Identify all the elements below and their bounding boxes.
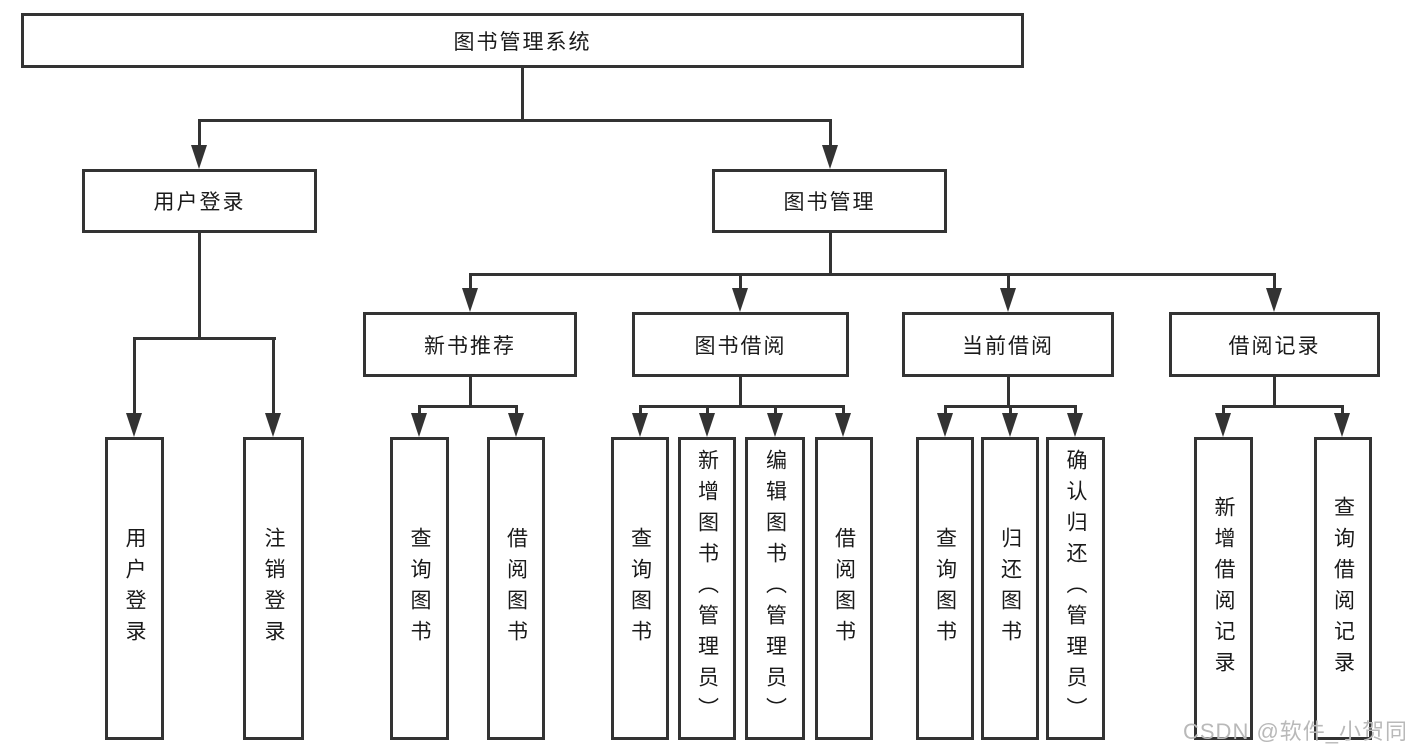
leaf-label: 借阅图书 xyxy=(504,526,528,651)
arrow-down-icon xyxy=(508,413,524,437)
node-new-book-recommend: 新书推荐 xyxy=(363,312,577,377)
leaf-label: 归还图书 xyxy=(998,526,1022,651)
connector-line xyxy=(198,233,201,340)
node-library-system: 图书管理系统 xyxy=(21,13,1024,68)
leaf-query-borrow-record: 查询借阅记录 xyxy=(1314,437,1372,740)
leaf-borrow-books-recommend: 借阅图书 xyxy=(487,437,545,740)
leaf-label: 注销登录 xyxy=(262,526,285,651)
leaf-logout: 注销登录 xyxy=(243,437,304,740)
arrow-down-icon xyxy=(937,413,953,437)
arrow-down-icon xyxy=(191,145,207,169)
node-book-management: 图书管理 xyxy=(712,169,947,233)
arrow-down-icon xyxy=(411,413,427,437)
leaf-add-book-admin: 新增图书（管理员） xyxy=(678,437,736,740)
connector-line xyxy=(1222,405,1344,408)
connector-line xyxy=(1341,405,1344,417)
arrow-down-icon xyxy=(732,288,748,312)
connector-line xyxy=(944,405,947,417)
connector-line xyxy=(1222,405,1225,417)
node-label: 图书管理系统 xyxy=(453,30,592,54)
connector-line xyxy=(198,119,832,122)
arrow-down-icon xyxy=(1215,413,1231,437)
arrow-down-icon xyxy=(265,413,281,437)
connector-line xyxy=(842,405,845,417)
node-user-login: 用户登录 xyxy=(82,169,317,233)
leaf-label: 编辑图书（管理员） xyxy=(763,449,787,728)
connector-line xyxy=(639,405,642,417)
connector-line xyxy=(469,273,472,293)
connector-line xyxy=(1009,405,1012,417)
arrow-down-icon xyxy=(822,145,838,169)
connector-line xyxy=(829,119,832,149)
connector-line xyxy=(639,405,845,408)
leaf-label: 借阅图书 xyxy=(832,526,856,651)
leaf-borrow-books: 借阅图书 xyxy=(815,437,873,740)
csdn-watermark: CSDN @软件_小贺同学 xyxy=(1183,719,1405,744)
connector-line xyxy=(774,405,777,417)
node-label: 图书借阅 xyxy=(694,334,787,358)
leaf-label: 查询借阅记录 xyxy=(1331,495,1355,682)
connector-line xyxy=(706,405,709,417)
leaf-edit-book-admin: 编辑图书（管理员） xyxy=(745,437,805,740)
connector-line xyxy=(521,68,524,122)
arrow-down-icon xyxy=(1266,288,1282,312)
connector-line xyxy=(1273,273,1276,293)
leaf-query-books-current: 查询图书 xyxy=(916,437,974,740)
leaf-label: 确认归还（管理员） xyxy=(1064,449,1087,728)
leaf-query-books-borrow: 查询图书 xyxy=(611,437,669,740)
node-label: 借阅记录 xyxy=(1228,334,1321,358)
node-label: 当前借阅 xyxy=(962,334,1054,358)
arrow-down-icon xyxy=(767,413,783,437)
leaf-label: 新增借阅记录 xyxy=(1212,495,1235,682)
node-label: 新书推荐 xyxy=(424,334,516,358)
leaf-label: 查询图书 xyxy=(408,526,431,651)
arrow-down-icon xyxy=(835,413,851,437)
connector-line xyxy=(739,273,742,293)
connector-line xyxy=(418,405,421,417)
node-label: 用户登录 xyxy=(153,191,246,214)
connector-line xyxy=(1007,377,1010,408)
arrow-down-icon xyxy=(126,413,142,437)
connector-line xyxy=(470,273,1276,276)
connector-line xyxy=(469,377,472,408)
node-borrow-records: 借阅记录 xyxy=(1169,312,1380,377)
leaf-label: 新增图书（管理员） xyxy=(695,449,719,728)
node-current-borrow: 当前借阅 xyxy=(902,312,1114,377)
leaf-label: 用户登录 xyxy=(123,526,146,651)
arrow-down-icon xyxy=(1002,413,1018,437)
connector-line xyxy=(829,233,832,276)
leaf-add-borrow-record: 新增借阅记录 xyxy=(1194,437,1253,740)
arrow-down-icon xyxy=(1334,413,1350,437)
connector-line xyxy=(515,405,518,417)
leaf-user-login: 用户登录 xyxy=(105,437,164,740)
leaf-return-book: 归还图书 xyxy=(981,437,1039,740)
connector-line xyxy=(418,405,518,408)
connector-line xyxy=(133,337,136,417)
arrow-down-icon xyxy=(462,288,478,312)
connector-line xyxy=(1007,273,1010,293)
connector-line xyxy=(272,337,275,417)
leaf-query-books-recommend: 查询图书 xyxy=(390,437,449,740)
arrow-down-icon xyxy=(632,413,648,437)
connector-line xyxy=(1273,377,1276,408)
node-label: 图书管理 xyxy=(783,191,876,214)
node-book-borrow: 图书借阅 xyxy=(632,312,849,377)
connector-line xyxy=(739,377,742,408)
arrow-down-icon xyxy=(1000,288,1016,312)
arrow-down-icon xyxy=(699,413,715,437)
leaf-label: 查询图书 xyxy=(628,526,652,651)
leaf-label: 查询图书 xyxy=(933,526,957,651)
leaf-confirm-return-admin: 确认归还（管理员） xyxy=(1046,437,1105,740)
connector-line xyxy=(1074,405,1077,417)
arrow-down-icon xyxy=(1067,413,1083,437)
connector-line xyxy=(133,337,276,340)
connector-line xyxy=(198,119,201,149)
